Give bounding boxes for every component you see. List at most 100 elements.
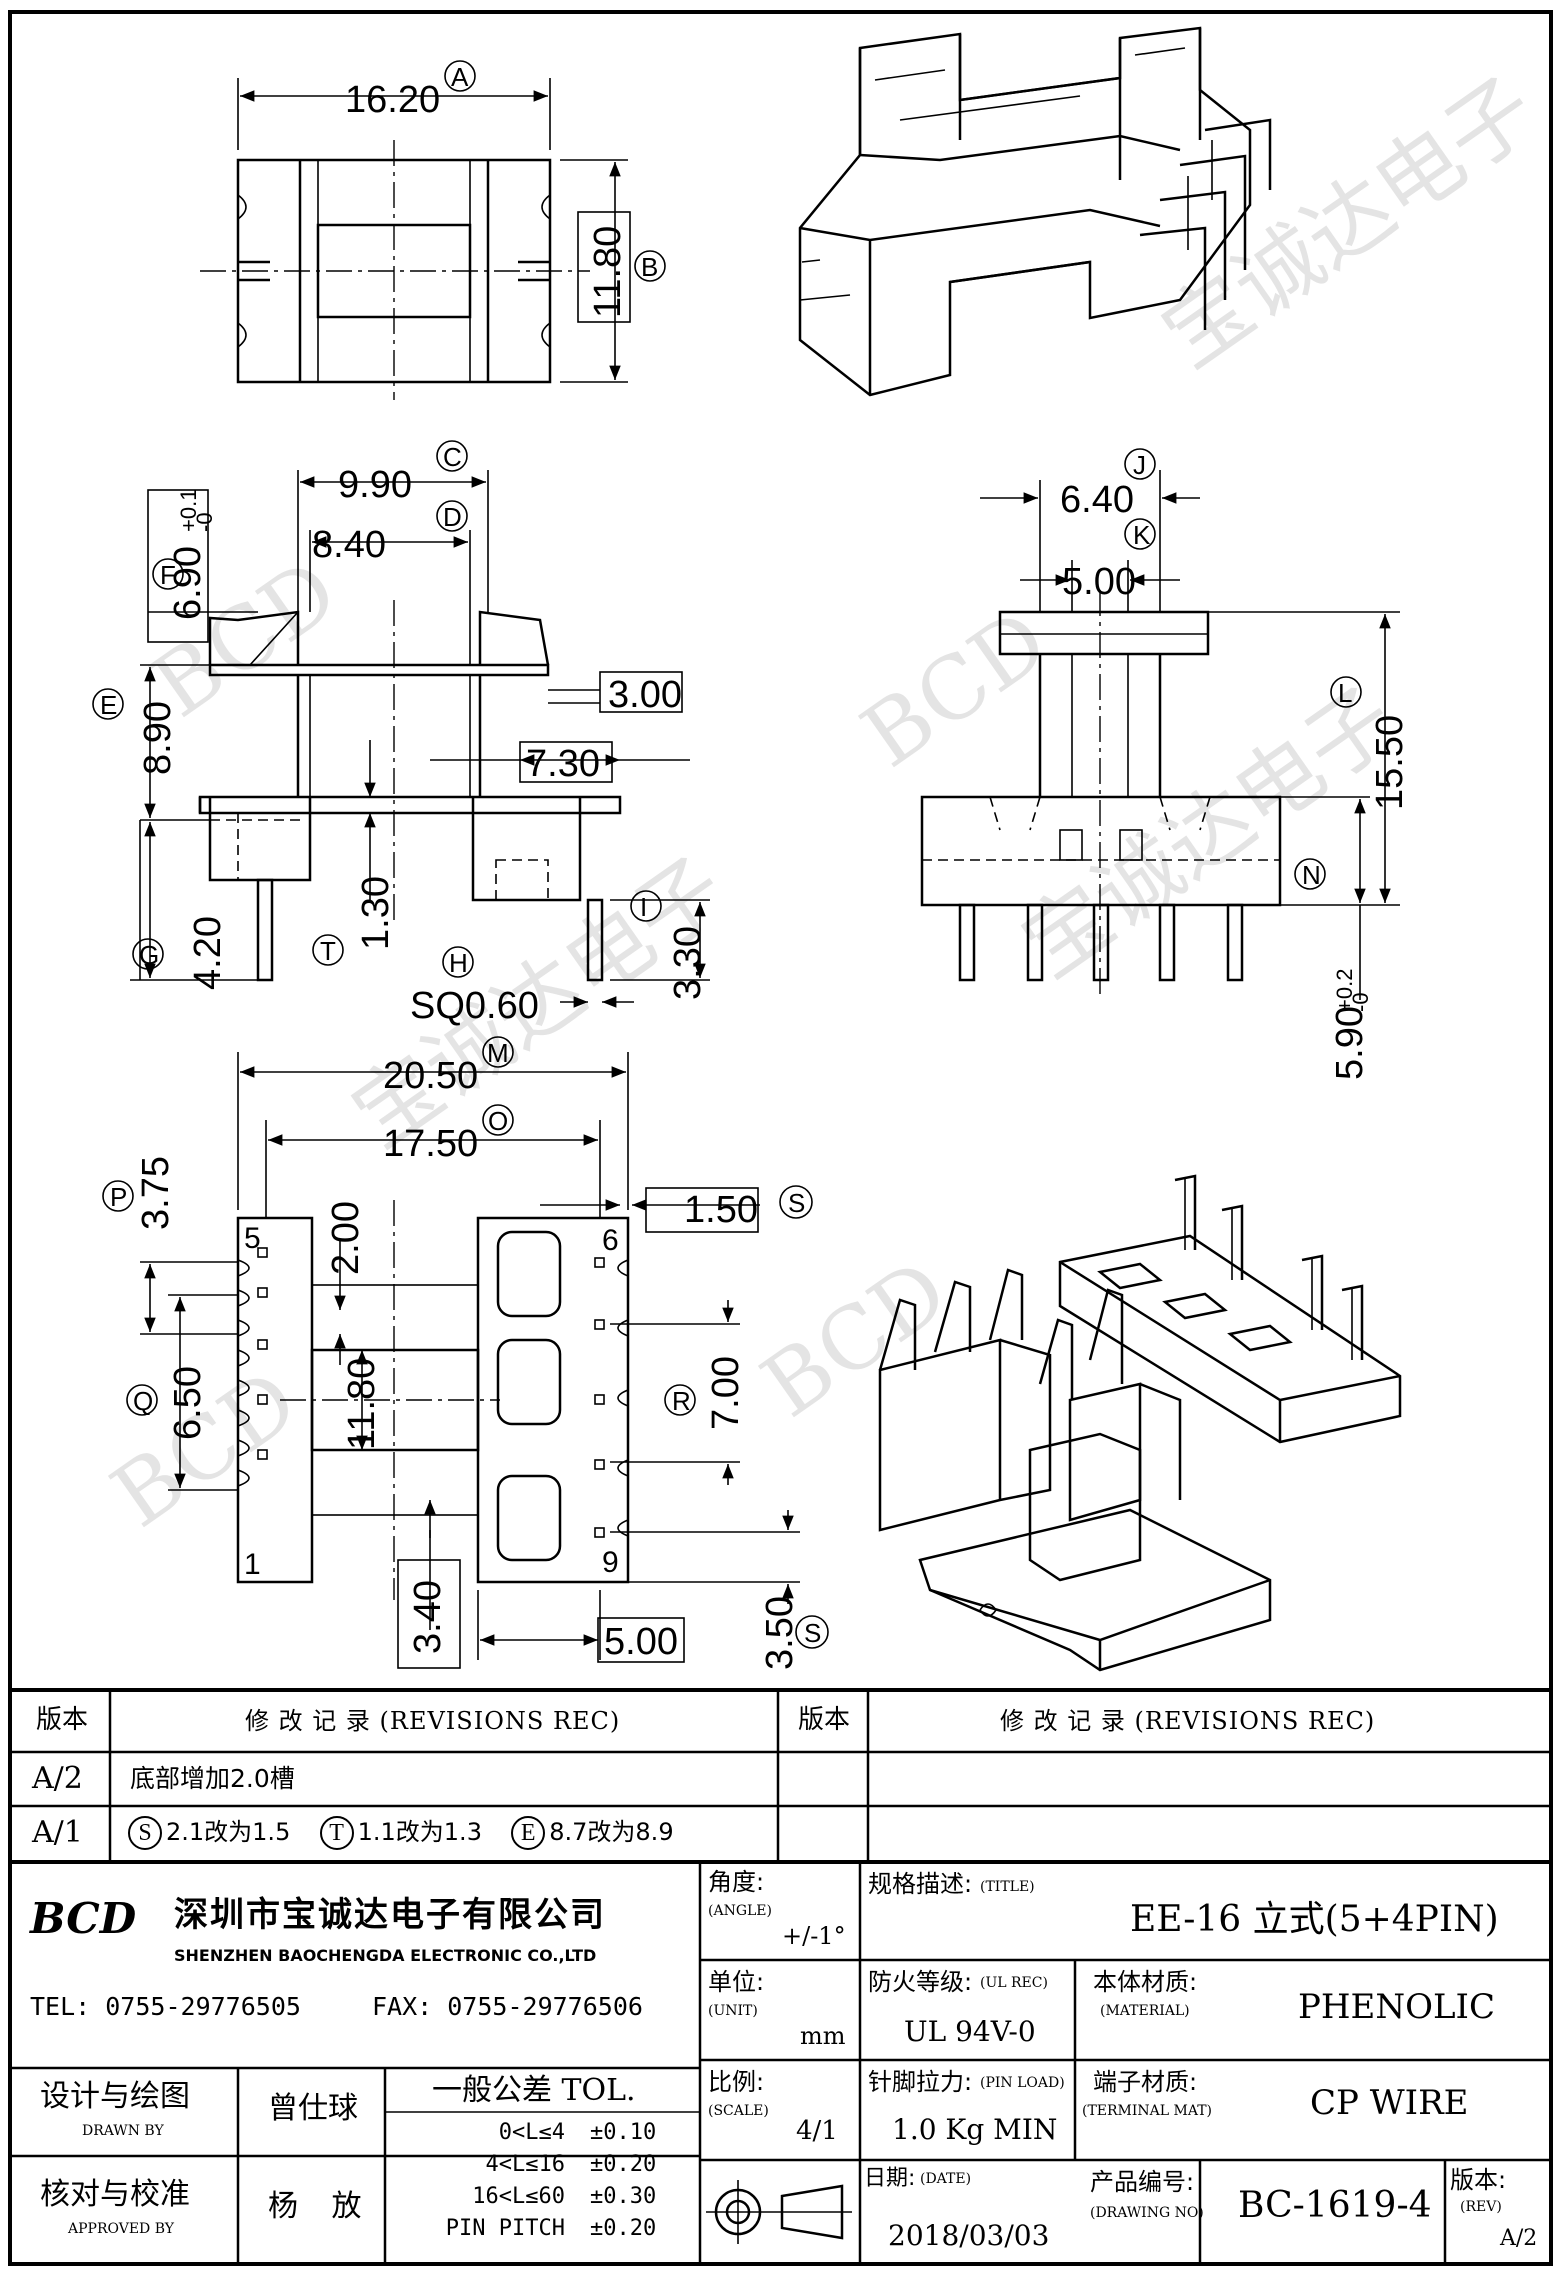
date-value: 2018/03/03	[888, 2219, 1050, 2252]
sheet-border	[8, 10, 1553, 2266]
balloon-e: E	[100, 690, 117, 720]
drawing-no-label-en: (DRAWING NO)	[1090, 2205, 1204, 2221]
unit-value: mm	[800, 2022, 846, 2050]
unit-label: 单位:	[708, 1968, 765, 1996]
dim-n-tol-up: +0.2	[1332, 969, 1357, 1012]
pin-load-value: 1.0 Kg MIN	[892, 2113, 1058, 2146]
rev-label-en: (REV)	[1460, 2199, 1502, 2215]
balloon-j: J	[1133, 450, 1146, 480]
designer-name: 曾仕球	[268, 2091, 358, 2126]
dim-f-tol-dn: -0	[192, 512, 217, 532]
revision-version-header: 版本	[36, 1705, 89, 1735]
revision-row-text: 底部增加2.0槽	[130, 1764, 295, 1793]
side-view: 6.40 J 5.00 K 15.50 L N 5.90 +0.2 -0	[920, 448, 1411, 1080]
balloon-ref: T	[319, 1816, 354, 1850]
pin-load-label: 针脚拉力:	[868, 2068, 973, 2096]
pin-label: 6	[602, 1224, 619, 1257]
balloon-b: B	[641, 252, 658, 282]
balloon-f: F	[160, 560, 176, 590]
unit-label-en: (UNIT)	[708, 2003, 758, 2019]
company-tel: TEL: 0755-29776505	[30, 1992, 301, 2021]
revision-change: 8.7改为8.9	[549, 1818, 674, 1846]
dim-f: 6.90	[167, 546, 209, 620]
tolerance-value: ±0.30	[590, 2184, 657, 2209]
dim-m: 20.50	[383, 1055, 478, 1097]
terminal-label-en: (TERMINAL MAT)	[1082, 2103, 1213, 2119]
approver-label-en: APPROVED BY	[68, 2221, 175, 2237]
dim-k: 5.00	[1062, 561, 1136, 603]
drawing-no-value: BC-1619-4	[1238, 2185, 1432, 2226]
balloon-l: L	[1338, 678, 1352, 708]
dim-2: 2.00	[325, 1201, 367, 1275]
dim-top-width: 16.20	[345, 79, 440, 121]
balloon-r: R	[672, 1386, 691, 1416]
dim-s1: 1.50	[684, 1189, 758, 1231]
dim-11-80: 11.80	[341, 1358, 383, 1450]
dim-j: 6.40	[1060, 479, 1134, 521]
balloon-t: T	[320, 936, 336, 966]
angle-label-en: (ANGLE)	[708, 1903, 772, 1919]
dim-g: 4.20	[187, 916, 229, 990]
balloon-n: N	[1302, 860, 1321, 890]
scale-label: 比例:	[708, 2068, 765, 2096]
tolerance-range: 4<L≤16	[485, 2152, 565, 2177]
material-label-en: (MATERIAL)	[1100, 2003, 1190, 2019]
balloon-q: Q	[133, 1386, 153, 1416]
balloon-d: D	[443, 502, 462, 532]
tolerance-value: ±0.20	[590, 2152, 657, 2177]
dim-3: 3.00	[608, 674, 682, 716]
balloon-m: M	[487, 1038, 509, 1068]
balloon-c: C	[443, 442, 462, 472]
revision-row-version: A/1	[32, 1815, 83, 1850]
tolerance-range: 16<L≤60	[472, 2184, 565, 2209]
revision-change: 1.1改为1.3	[357, 1818, 482, 1846]
material-label: 本体材质:	[1093, 1968, 1198, 1996]
dim-r: 7.00	[705, 1356, 747, 1430]
balloon-s1: S	[788, 1188, 805, 1218]
terminal-value: CP WIRE	[1310, 2083, 1469, 2123]
top-view: 16.20 A 11.80 B	[200, 60, 666, 400]
tolerance-range: PIN PITCH	[445, 2216, 565, 2241]
dim-q: 6.50	[167, 1366, 209, 1440]
title-label-en: (TITLE)	[980, 1879, 1035, 1895]
balloon-o: O	[488, 1106, 508, 1136]
rev-value: A/2	[1500, 2226, 1538, 2251]
angle-value: +/-1°	[782, 1922, 846, 1950]
balloon-ref: E	[511, 1816, 546, 1850]
dim-s2: 3.50	[759, 1596, 801, 1670]
pin-label: 5	[244, 1222, 261, 1255]
revision-record-header: 修 改 记 录 (REVISIONS REC)	[245, 1707, 621, 1735]
dim-l: 15.50	[1369, 715, 1411, 810]
front-view: 9.90 C 8.40 D 6.90 +0.1 -0 F 8.90 E 3.00…	[92, 440, 710, 1027]
dim-top-height: 11.80	[587, 226, 629, 318]
balloon-i: I	[640, 892, 647, 922]
dim-n: 5.90	[1329, 1006, 1371, 1080]
tolerance-title: 一般公差 TOL.	[432, 2073, 636, 2108]
dim-t: 1.30	[355, 876, 397, 950]
balloon-g: G	[139, 940, 159, 970]
dim-i: 3.30	[667, 926, 709, 1000]
approver-name: 杨 放	[268, 2189, 374, 2224]
balloon-a: A	[451, 62, 469, 92]
material-value: PHENOLIC	[1298, 1987, 1495, 2027]
title-label: 规格描述:	[868, 1870, 973, 1898]
pin-label: 1	[244, 1548, 261, 1581]
bottom-view: 5 6 1 9 20.50 M 17.50 O 3.75 P 2.00 1.50…	[102, 1036, 829, 1670]
dim-n-tol-dn: -0	[1348, 992, 1373, 1012]
designer-label-en: DRAWN BY	[82, 2123, 164, 2139]
dim-3-40: 3.40	[407, 1580, 449, 1654]
dim-h: SQ0.60	[410, 985, 539, 1027]
tolerance-range: 0<L≤4	[498, 2120, 565, 2145]
balloon-ref: S	[128, 1816, 162, 1850]
balloon-s2: S	[804, 1618, 821, 1648]
pin-label: 9	[602, 1546, 619, 1579]
approver-label: 核对与校准	[40, 2177, 190, 2212]
date-label: 日期:	[864, 2166, 916, 2191]
tolerance-value: ±0.20	[590, 2216, 657, 2241]
ul-label-en: (UL REC)	[980, 1975, 1048, 1991]
date-label-en: (DATE)	[920, 2171, 972, 2187]
